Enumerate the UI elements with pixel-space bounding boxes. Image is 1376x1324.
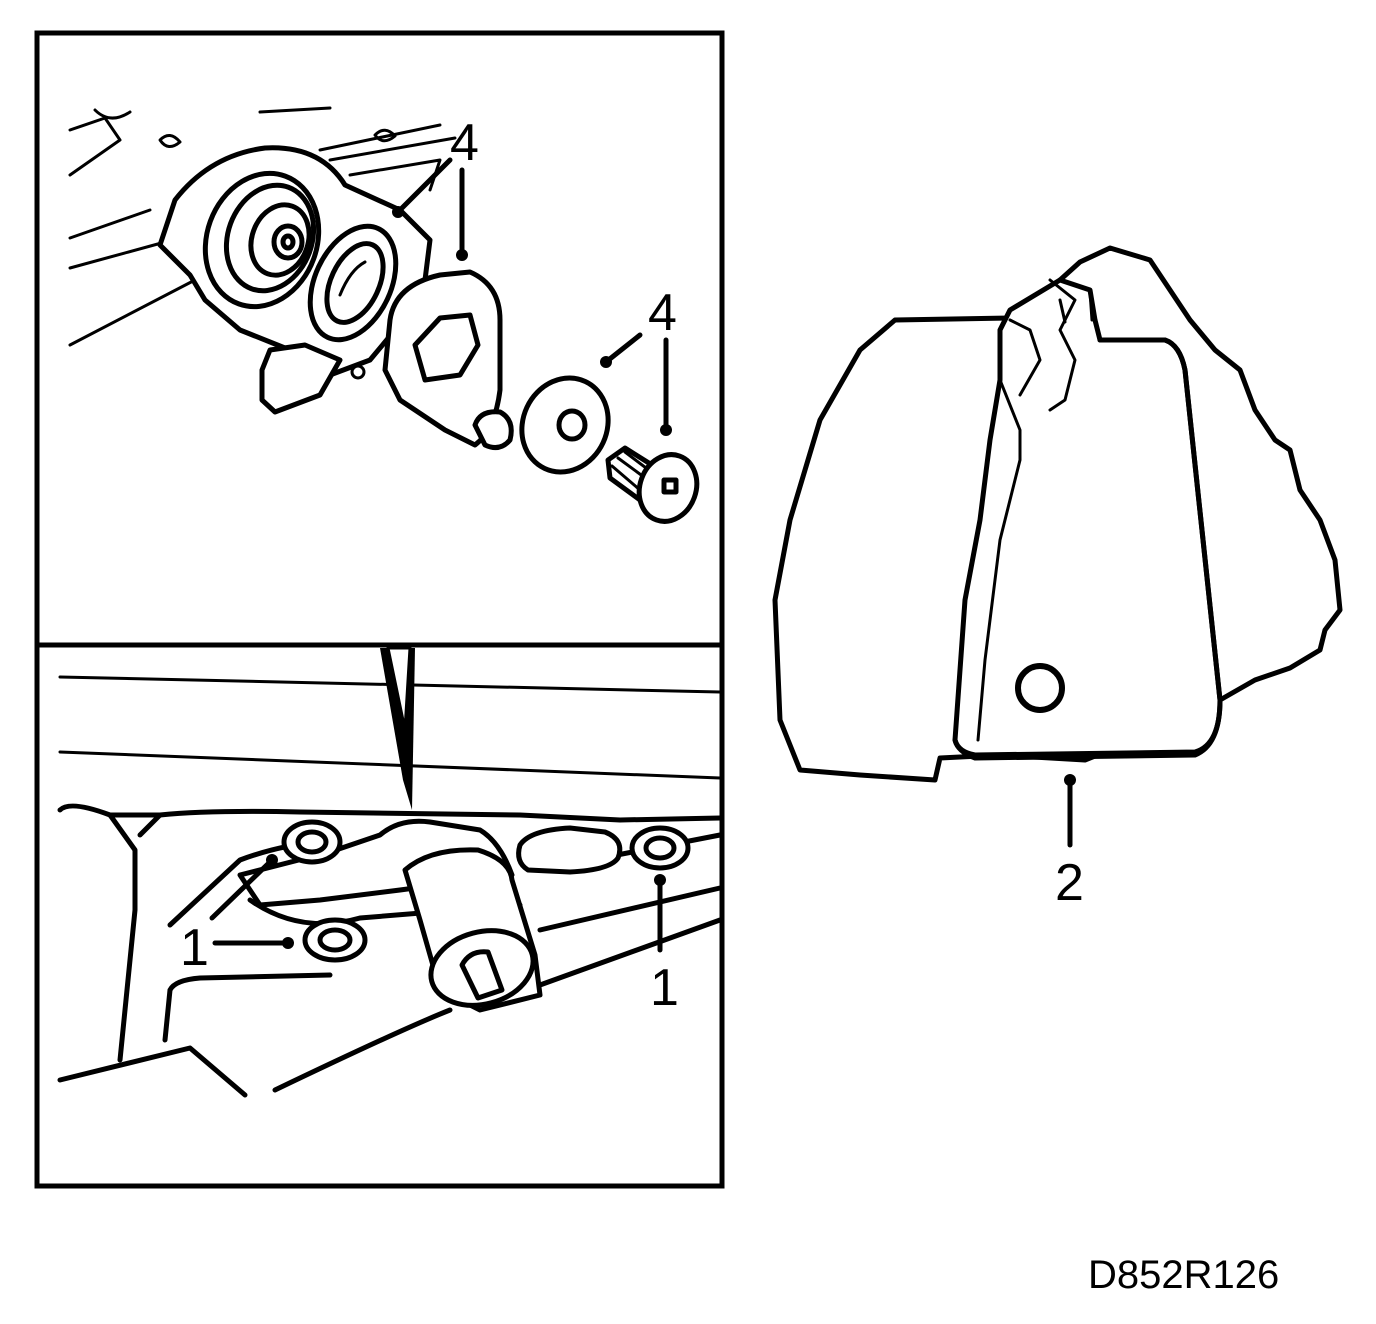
diagram-reference-code: D852R126 [1088,1253,1279,1297]
callout-1-left: 1 [180,919,209,977]
lower-mount-view [57,646,723,1098]
callout-1-right: 1 [650,959,679,1017]
cover-panel-view [772,245,1343,848]
upper-hinge-view [68,106,700,524]
callout-4-upper-left: 4 [450,114,479,172]
callout-2: 2 [1055,854,1084,912]
callout-4-lower-right: 4 [648,284,677,342]
